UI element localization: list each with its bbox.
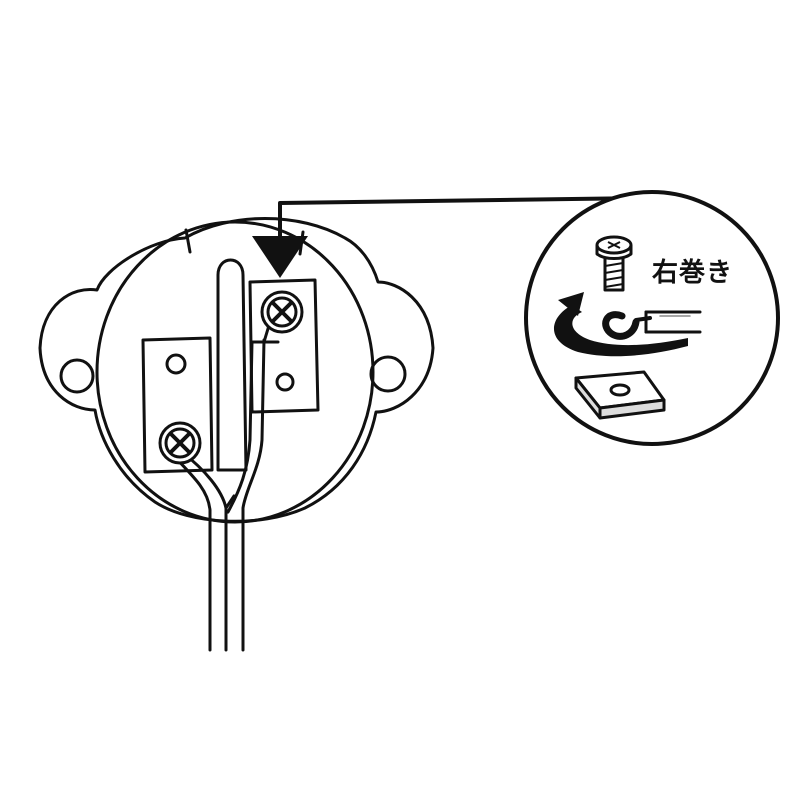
leader-line [278, 196, 647, 242]
leader-arrowhead [252, 236, 308, 278]
cable-sheath-split [224, 494, 236, 510]
cable-conductor-left-inner [180, 450, 228, 652]
rotation-direction-label: 右巻き [652, 258, 734, 288]
rim-notch-left [184, 228, 192, 254]
clockwise-arrow-icon [553, 292, 688, 357]
cable-conductor-right [241, 338, 266, 652]
square-washer-icon [574, 370, 666, 420]
detail-screw-icon [595, 235, 633, 292]
terminal-plate-left-hole [165, 353, 187, 375]
terminal-plate-right-hole [275, 372, 295, 392]
mounting-hole-left [59, 358, 95, 394]
cable-conductor-left [166, 448, 212, 652]
center-barrier [216, 258, 248, 472]
cable-conductor-right-inner [226, 340, 254, 514]
mounting-base-outline [38, 217, 435, 523]
phillips-screw-icon [260, 290, 304, 334]
inner-ring [95, 220, 375, 524]
phillips-screw-icon [158, 421, 202, 465]
mounting-hole-right [369, 355, 407, 393]
wire-hook-icon [602, 310, 702, 340]
terminal-plate-left [141, 336, 214, 474]
